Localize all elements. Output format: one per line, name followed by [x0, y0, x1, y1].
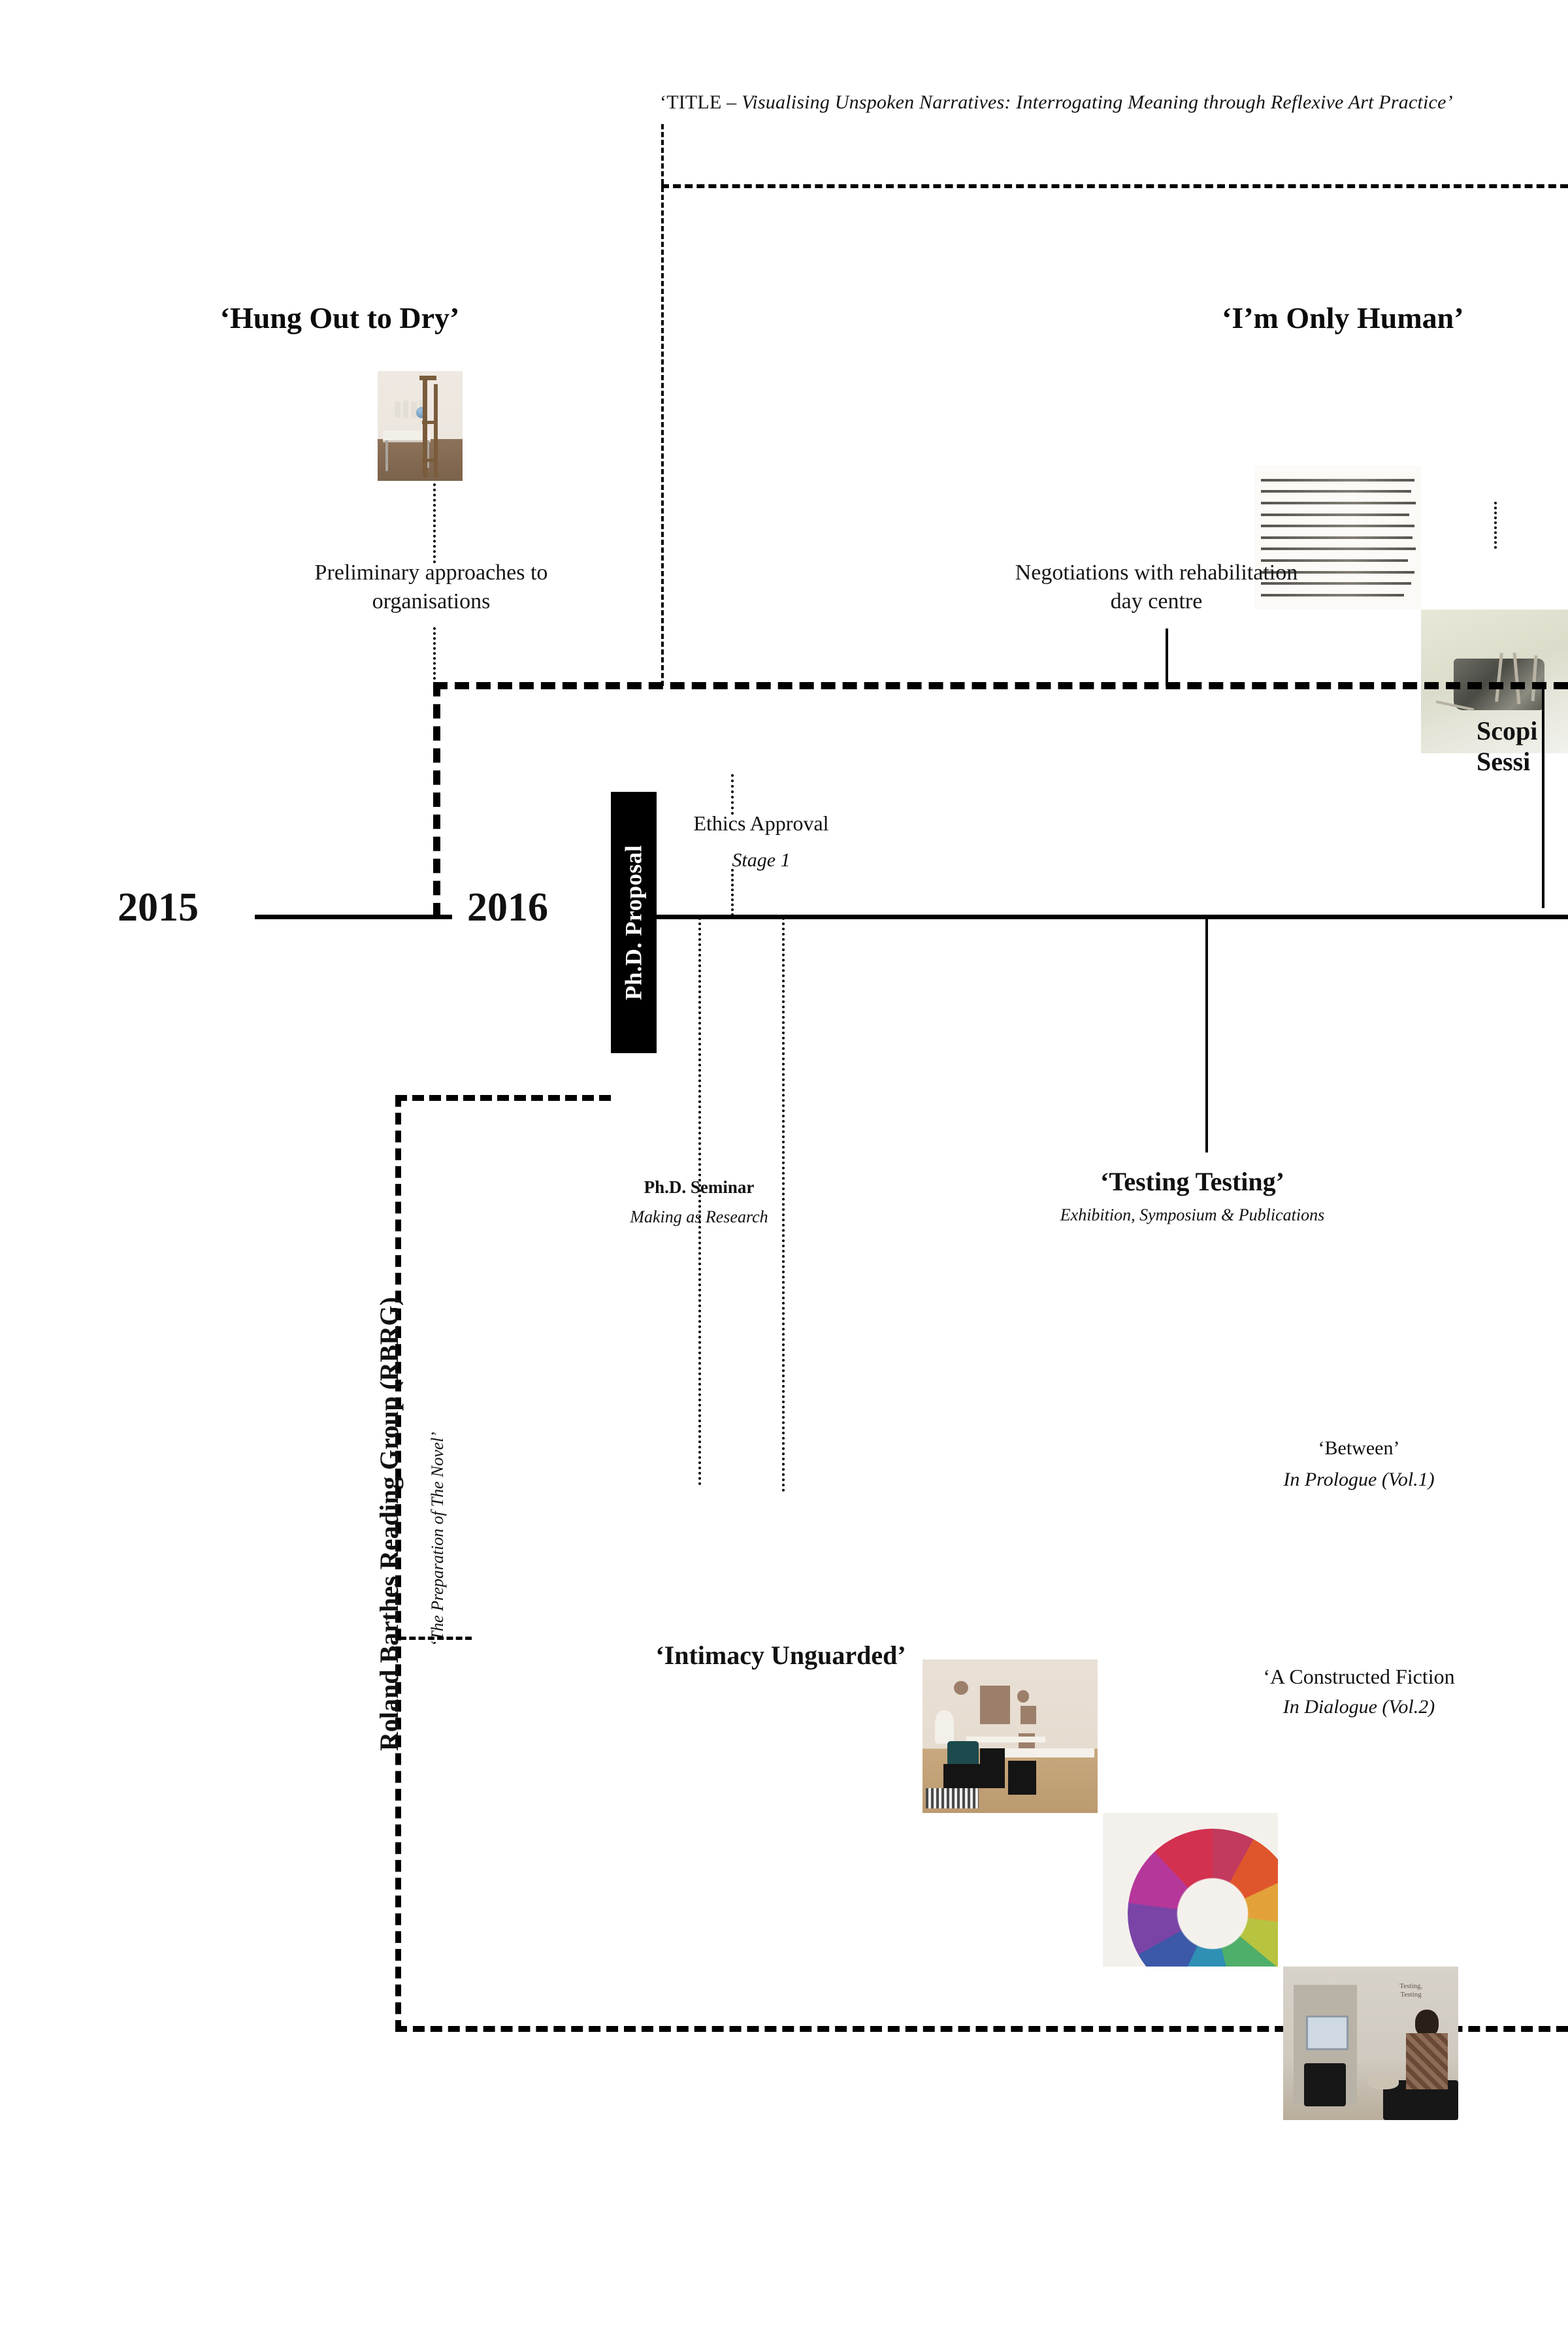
constructed-fiction-title: ‘A Constructed Fiction	[1263, 1665, 1455, 1688]
im-only-human-title: ‘I’m Only Human’	[1222, 301, 1464, 335]
scope-boundary-top	[661, 184, 1568, 188]
hung-out-to-dry-stem	[433, 627, 436, 685]
year-label-2015: 2015	[118, 885, 199, 930]
hung-out-to-dry-title: ‘Hung Out to Dry’	[220, 301, 460, 335]
testing-testing-stem	[1205, 917, 1208, 1152]
scoping-sessions-label: Scopi Sessi	[1477, 715, 1568, 777]
document-title: ‘TITLE – Visualising Unspoken Narratives…	[660, 91, 1453, 114]
scoping-sessions-stem	[1542, 686, 1544, 908]
rbrg-boundary-bottom	[395, 2026, 1568, 2032]
hung-out-to-dry-photo	[378, 371, 463, 481]
scoping-sessions-line1: Scopi	[1477, 716, 1538, 745]
im-only-human-caption-line1: Negotiations with rehabilitation	[1015, 561, 1298, 585]
hung-out-to-dry-caption-line1: Preliminary approaches to	[314, 561, 548, 585]
phd-seminar-subtitle: Making as Research	[630, 1207, 768, 1226]
testing-testing-photo-room	[923, 1659, 1098, 1813]
scope-boundary-left	[661, 124, 664, 686]
ethics-approval-stem-upper	[731, 774, 734, 815]
document-title-italic: Visualising Unspoken Narratives: Interro…	[742, 91, 1453, 113]
rbrg-boundary-top	[395, 1095, 611, 1101]
pre-proposal-dashed-drop	[433, 682, 440, 917]
phd-proposal-milestone[interactable]: Ph.D. Proposal	[611, 792, 657, 1053]
year-label-2016: 2016	[467, 885, 548, 930]
constructed-fiction-subtitle: In Dialogue (Vol.2)	[1282, 1696, 1435, 1718]
hung-out-to-dry-caption: Preliminary approaches to organisations	[216, 559, 647, 615]
phd-seminar-stem	[698, 917, 701, 1486]
hung-out-to-dry-caption-line2: organisations	[372, 589, 491, 613]
axis-segment-2015-2016	[255, 915, 452, 919]
ethics-approval-stem-lower	[731, 869, 734, 916]
phd-seminar-title: Ph.D. Seminar	[644, 1177, 755, 1197]
im-only-human-connector	[1494, 502, 1497, 549]
pre-proposal-dashed-rule	[433, 682, 1568, 689]
im-only-human-stem	[1166, 629, 1168, 686]
scoping-sessions-line2: Sessi	[1477, 747, 1531, 776]
ethics-approval-subtitle: Stage 1	[732, 849, 791, 871]
rbrg-subtitle: ‘The Preparation of The Novel’	[428, 1431, 447, 1646]
testing-testing-photo-wreath	[1103, 1813, 1278, 1967]
between-subtitle: In Prologue (Vol.1)	[1283, 1469, 1435, 1490]
im-only-human-caption-line2: day centre	[1110, 589, 1203, 613]
ethics-approval-title: Ethics Approval	[693, 811, 829, 835]
rbrg-subtitle-tick	[400, 1637, 472, 1640]
intimacy-unguarded-title: ‘Intimacy Unguarded’	[655, 1641, 906, 1670]
hung-out-to-dry-connector	[433, 483, 436, 563]
intimacy-stem	[782, 917, 785, 1492]
im-only-human-caption: Negotiations with rehabilitation day cen…	[928, 559, 1385, 615]
axis-segment-2016-onwards	[613, 915, 1568, 919]
rbrg-boundary-left	[395, 1095, 401, 2032]
document-title-lead: ‘TITLE –	[660, 91, 742, 113]
testing-testing-photo-gallery: Testing,Testing	[1283, 1967, 1458, 2120]
between-title: ‘Between’	[1318, 1437, 1400, 1459]
im-only-human-text-photo	[1254, 466, 1421, 610]
testing-testing-title: ‘Testing Testing’	[1100, 1167, 1284, 1196]
rbrg-title: Roland Barthes Reading Group (RBRG)	[374, 1297, 404, 1751]
testing-testing-subtitle: Exhibition, Symposium & Publications	[1060, 1205, 1325, 1224]
